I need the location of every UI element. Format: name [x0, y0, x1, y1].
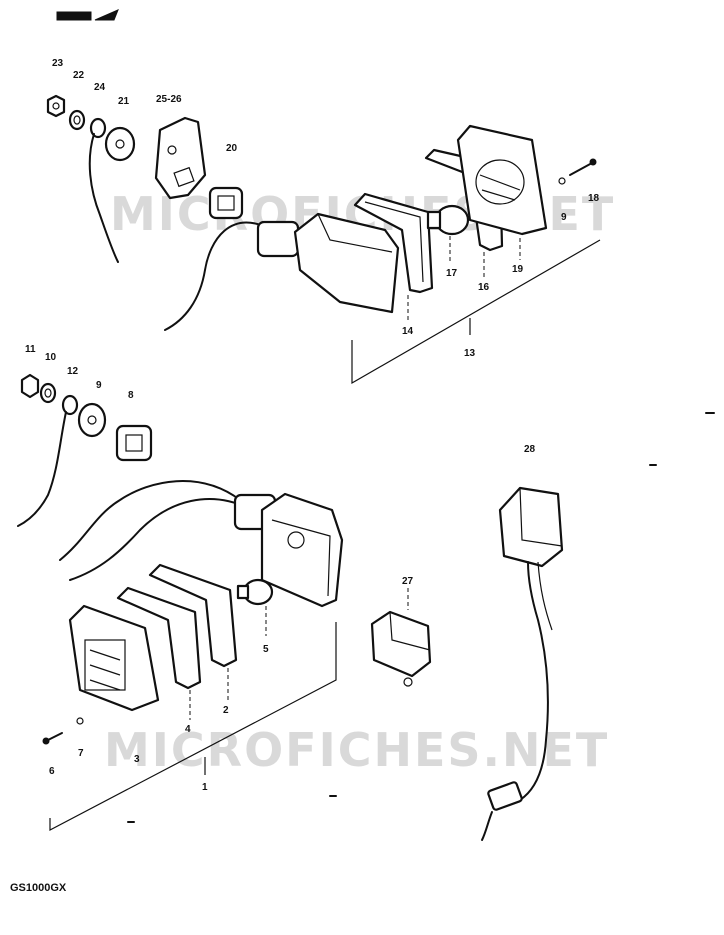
callout-2: 2 [223, 705, 229, 716]
grommet-8 [115, 424, 153, 462]
brand-logo [56, 9, 119, 21]
washer-22 [68, 109, 86, 131]
callout-1: 1 [202, 782, 208, 793]
callout-27: 27 [402, 576, 414, 587]
grommet-20 [208, 186, 244, 220]
callout-20: 20 [226, 143, 238, 154]
callout-25-26: 25-26 [156, 94, 182, 105]
callout-22: 22 [73, 70, 85, 81]
callout-24: 24 [94, 82, 106, 93]
screw-6 [42, 732, 63, 745]
washer-21 [104, 126, 136, 162]
lens-19 [456, 124, 548, 236]
washer-9 [77, 402, 107, 438]
screw-18 [558, 158, 597, 185]
flasher-28 [481, 486, 564, 841]
washer-7 [76, 717, 84, 725]
callout-28: 28 [524, 444, 536, 455]
callout-17: 17 [446, 268, 458, 279]
washer-10 [39, 382, 57, 404]
washer-24 [88, 117, 119, 263]
callout-14: 14 [402, 326, 414, 337]
wire-bottom-a [59, 480, 241, 561]
callout-3: 3 [134, 754, 140, 765]
signal-housing-top [256, 212, 400, 314]
callout-23: 23 [52, 58, 64, 69]
wire-top [164, 221, 269, 331]
callout-9-top: 9 [561, 212, 567, 223]
callout-12: 12 [67, 366, 79, 377]
callout-9-mid: 9 [96, 380, 102, 391]
gasket-4 [116, 586, 202, 690]
callout-13: 13 [464, 348, 476, 359]
bracket-25-26 [154, 116, 207, 200]
lens-3 [68, 604, 160, 712]
nut-23 [46, 94, 66, 118]
wire-bottom-b [69, 498, 249, 581]
washer-12 [17, 394, 79, 527]
callout-16: 16 [478, 282, 490, 293]
gasket-14 [353, 192, 434, 294]
callout-11: 11 [25, 344, 36, 355]
signal-housing-bottom [233, 492, 344, 608]
callout-18: 18 [588, 193, 600, 204]
bulb-17 [426, 204, 470, 236]
relay-27 [370, 588, 432, 687]
callout-8: 8 [128, 390, 134, 401]
callout-7: 7 [78, 748, 84, 759]
watermark-bottom: MICROFICHES.NET [104, 723, 609, 777]
callout-10: 10 [45, 352, 57, 363]
callout-4: 4 [185, 724, 191, 735]
nut-11 [20, 373, 40, 399]
bulb-5 [236, 578, 274, 606]
callout-5: 5 [263, 644, 269, 655]
model-label: GS1000GX [10, 882, 67, 894]
callout-6: 6 [49, 766, 55, 777]
assembly-line-13 [351, 239, 601, 385]
gasket-2 [148, 563, 238, 668]
assembly-line-1 [49, 622, 337, 831]
callout-19: 19 [512, 264, 524, 275]
callout-21: 21 [118, 96, 130, 107]
